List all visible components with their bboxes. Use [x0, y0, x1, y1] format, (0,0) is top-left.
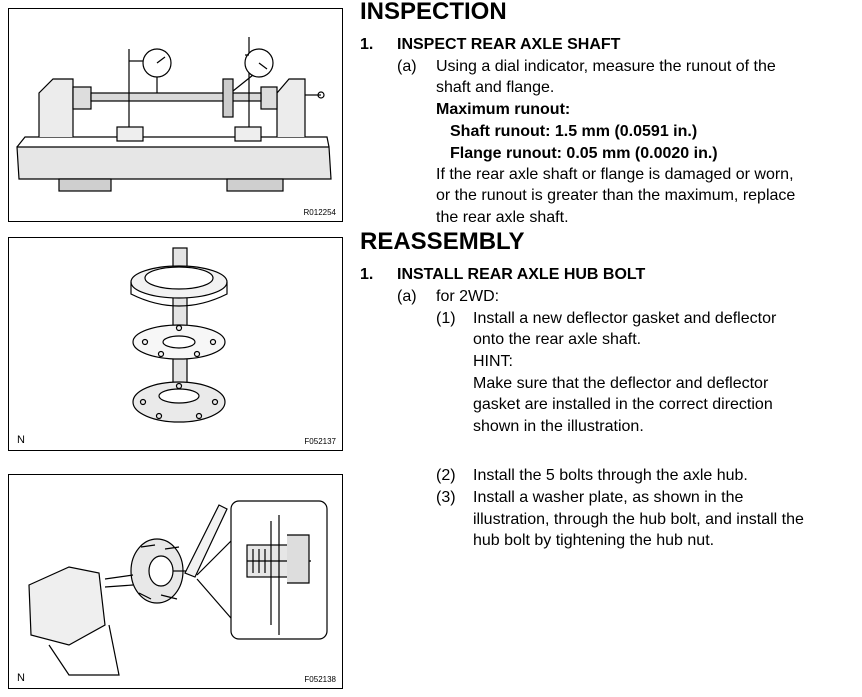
item3-label: (3): [436, 489, 456, 506]
replace-note-line1: If the rear axle shaft or flange is dama…: [436, 166, 794, 183]
item2-label: (2): [436, 467, 456, 484]
item3-line2: illustration, through the hub bolt, and …: [473, 511, 804, 528]
reassembly-heading: REASSEMBLY: [360, 228, 525, 255]
runout-measurement-figure: R012254: [8, 8, 343, 222]
sub-a-label: (a): [397, 58, 417, 75]
item2-text: Install the 5 bolts through the axle hub…: [473, 467, 748, 484]
item3-line3: hub bolt by tightening the hub nut.: [473, 532, 715, 549]
step-title-text: INSPECT REAR AXLE SHAFT: [397, 36, 621, 53]
sub-a-line1: Using a dial indicator, measure the runo…: [436, 58, 776, 75]
item3-line1: Install a washer plate, as shown in the: [473, 489, 744, 506]
hint-label: HINT:: [473, 353, 513, 370]
hint-line1: Make sure that the deflector and deflect…: [473, 375, 769, 392]
replace-note-line2: or the runout is greater than the maximu…: [436, 187, 796, 204]
figure-code: F052137: [304, 437, 336, 446]
deflector-illustration: [130, 247, 228, 423]
item1-label: (1): [436, 310, 456, 327]
hub-bolt-illustration: [28, 500, 328, 676]
max-runout-label: Maximum runout:: [436, 101, 571, 118]
step-number: 1.: [360, 266, 374, 283]
flange-runout-spec: Flange runout: 0.05 mm (0.0020 in.): [450, 145, 718, 162]
figure-n-mark: N: [17, 434, 25, 446]
figure-code: F052138: [304, 675, 336, 684]
hint-line2: gasket are installed in the correct dire…: [473, 396, 773, 413]
replace-note-line3: the rear axle shaft.: [436, 209, 569, 226]
figure-n-mark: N: [17, 672, 25, 684]
step-title-text: INSTALL REAR AXLE HUB BOLT: [397, 266, 646, 283]
figure-code: R012254: [303, 208, 336, 217]
inspection-step-title: 1. INSPECT REAR AXLE SHAFT: [360, 36, 620, 54]
deflector-gasket-figure: N F052137: [8, 237, 343, 451]
inspection-heading: INSPECTION: [360, 0, 507, 25]
hub-bolt-figure: N F052138: [8, 474, 343, 689]
runout-illustration: [16, 37, 332, 192]
sub-a-line2: shaft and flange.: [436, 79, 555, 96]
shaft-runout-spec: Shaft runout: 1.5 mm (0.0591 in.): [450, 123, 698, 140]
step-number: 1.: [360, 36, 374, 53]
sub-a-label: (a): [397, 288, 417, 305]
hint-line3: shown in the illustration.: [473, 418, 644, 435]
sub-a-text: for 2WD:: [436, 288, 500, 305]
item1-line1: Install a new deflector gasket and defle…: [473, 310, 777, 327]
item1-line2: onto the rear axle shaft.: [473, 331, 642, 348]
reassembly-step-title: 1. INSTALL REAR AXLE HUB BOLT: [360, 266, 645, 284]
